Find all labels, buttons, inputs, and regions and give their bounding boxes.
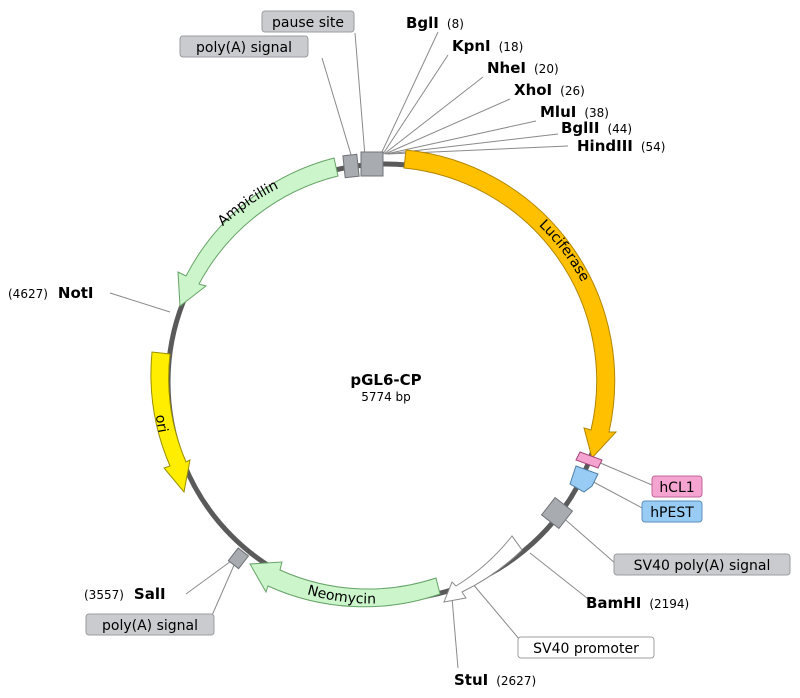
plasmid-name: pGL6-CP [350,371,421,389]
hcl1-box [575,451,603,469]
enzyme-nheI: NheI(20) [487,59,559,77]
sv40-polyA-tag [613,553,791,576]
enzyme-bamHI: BamHI(2194) [586,594,689,612]
leader-lines [109,31,653,669]
enzyme-kpnI: KpnI(18) [452,37,523,55]
polyA-top-tag [179,35,309,58]
polyA-bottom-text: poly(A) signal [102,618,198,634]
luciferase-arrow [403,149,618,460]
luciferase-label: Luciferase [536,217,593,285]
sv40-promoter-tag [517,636,655,659]
plasmid-size: 5774 bp [361,390,411,404]
ori-label: ori [152,414,171,434]
enzyme-hindIII: HindIII(54) [577,137,666,155]
hcl1-tag [651,475,703,498]
enzyme-salI: (3557)SalI [84,585,166,603]
pause-site-tag [261,10,355,33]
enzyme-stuI: StuI(2627) [454,671,536,689]
ampicillin-arrow [177,157,339,307]
ori-arrow [150,351,191,494]
enzyme-bglII: BglII(44) [561,119,632,137]
polyA-top-box [342,153,360,179]
polyA-bottom-tag [85,613,215,636]
enzyme-mluI: MluI(38) [540,103,609,121]
neomycin-label: Neomycin [306,583,376,608]
polyA-bottom-box [227,547,250,570]
hpest-text: hPEST [650,505,694,521]
sv40-promoter-arrow [443,535,523,603]
hpest-tag [641,500,703,523]
hpest-arrow [569,465,599,493]
sv40-polyA-text: SV40 poly(A) signal [634,558,771,574]
enzyme-bglI: BglI(8) [406,14,464,32]
pause-site-text: pause site [272,15,344,31]
hcl1-text: hCL1 [659,480,694,496]
sv40-polyA-box [540,496,574,530]
enzyme-notI: (4627)NotI [8,284,94,302]
enzyme-xhoI: XhoI(26) [514,81,585,99]
neomycin-arrow [249,561,441,608]
polyA-top-text: poly(A) signal [196,40,292,56]
pause-site-box [360,151,384,177]
sv40-promoter-text: SV40 promoter [533,641,639,657]
